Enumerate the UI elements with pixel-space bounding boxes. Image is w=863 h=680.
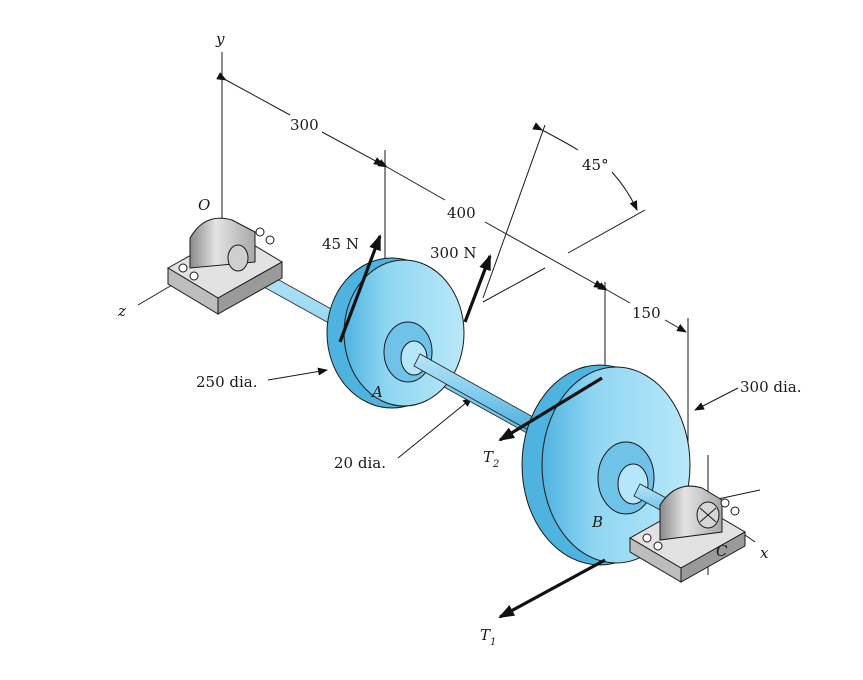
leader-300	[694, 387, 739, 411]
bearing-c-base-side	[680, 531, 746, 583]
point-b-label: B	[591, 513, 603, 531]
dim-400-line-right	[484, 221, 604, 289]
t1-subscript: 1	[490, 637, 496, 648]
angle-ref-line-2	[567, 209, 646, 254]
dim-150-line-right	[664, 319, 687, 333]
axis-x-label: x	[760, 544, 769, 562]
dim-150-line-left	[597, 282, 631, 304]
dim-300-label: 300	[290, 116, 319, 134]
bolt-icon	[189, 271, 199, 281]
angle-arc	[532, 122, 579, 151]
force-45n-label: 45 N	[322, 235, 359, 253]
bolt-icon	[730, 506, 740, 516]
angle-label: 45°	[582, 156, 609, 174]
t2-base: T	[483, 448, 494, 466]
t2-subscript: 2	[492, 459, 499, 470]
point-a-label: A	[370, 383, 383, 401]
bearing-c	[628, 485, 747, 583]
dimension-lines	[216, 72, 739, 459]
force-45n-arrow	[338, 234, 382, 343]
dim-400-line-left	[377, 159, 446, 201]
point-c-label: C	[716, 542, 728, 560]
bearing-c-cross	[699, 507, 717, 523]
z-axis	[137, 284, 173, 306]
pulley-b	[521, 364, 691, 566]
labels: y z x O A B C 300 400 150 45° 45 N 300 N…	[117, 30, 802, 648]
dim-150-label: 150	[632, 304, 661, 322]
angle-ref-line-3	[482, 267, 546, 303]
angle-ref-line-1	[482, 124, 546, 299]
axis-y-label: y	[215, 30, 225, 48]
angle-arc-2	[611, 171, 638, 211]
force-t1-arrow	[498, 558, 606, 619]
bolt-icon	[178, 263, 188, 273]
force-300n-label: 300 N	[430, 244, 477, 262]
force-300n-arrow	[463, 254, 492, 323]
shaft-dia-label: 20 dia.	[334, 454, 386, 472]
pulley-a	[326, 257, 465, 409]
bearing-o-bore	[227, 244, 249, 272]
pulley-a-dia-label: 250 dia.	[196, 373, 258, 391]
axis-z-label: z	[117, 302, 126, 320]
dim-300-line-left	[216, 72, 291, 116]
bolt-icon	[255, 227, 265, 237]
dim-400-label: 400	[447, 204, 476, 222]
bolt-icon	[265, 235, 275, 245]
pulley-b-dia-label: 300 dia.	[740, 378, 802, 396]
bearing-o-base-side	[217, 261, 283, 315]
t2-label: T2	[483, 448, 499, 470]
force-t2-arrow	[498, 376, 603, 442]
bolt-icon	[653, 541, 663, 551]
t1-base: T	[480, 626, 491, 644]
leader-250	[267, 367, 328, 381]
leader-20	[397, 397, 473, 459]
t1-label: T1	[480, 626, 496, 648]
bearing-o	[167, 217, 283, 315]
dim-300-line-right	[321, 131, 384, 166]
bolt-icon	[642, 533, 652, 543]
point-o-label: O	[198, 196, 210, 214]
bolt-icon	[720, 498, 730, 508]
forces	[338, 234, 606, 619]
